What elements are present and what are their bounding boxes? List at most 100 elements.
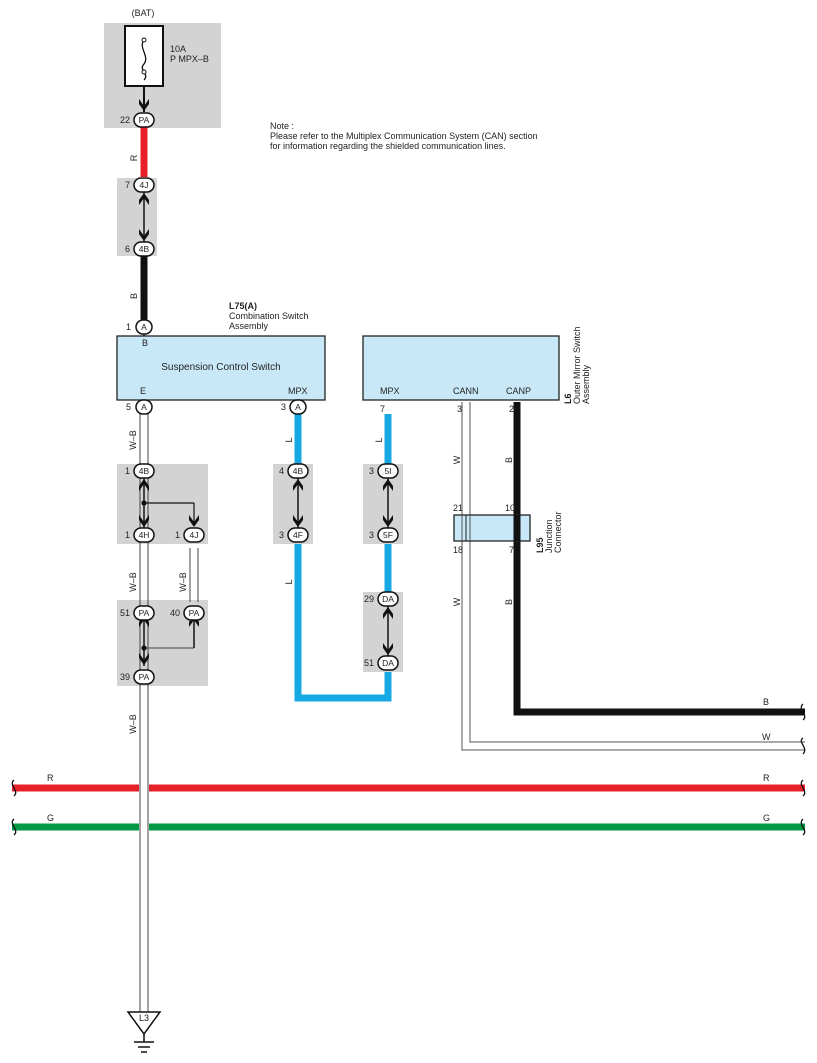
svg-text:1: 1 [175,530,180,540]
svg-text:4F: 4F [293,530,303,540]
svg-text:5: 5 [126,402,131,412]
svg-text:5F: 5F [383,530,393,540]
l6-pin-mpx-label: MPX [380,386,400,396]
wire-label-wb-2: W–B [128,572,138,592]
wire-label-w-right: W [762,732,771,742]
l6-name-line-1: Outer Mirror Switch [572,326,582,404]
ground-icon [126,1011,162,1053]
wire-wb-branch-4j [144,548,199,649]
wire-label-g-left: G [47,813,54,823]
fuse-element-icon [141,39,147,81]
l6-component-box [362,335,560,401]
note-line-1: Please refer to the Multiplex Communicat… [270,131,538,141]
connector-pa-51: PA 51 [120,605,155,621]
l6-pin-canp-num: 2 [509,404,514,414]
ground-code: L3 [139,1013,149,1023]
svg-text:4B: 4B [139,244,150,254]
wire-label-l-2: L [284,579,294,584]
connector-5i: 5I 3 [369,463,399,479]
l6-pin-cann-label: CANN [453,386,479,396]
connector-da-29: DA 29 [364,591,399,607]
note-line-2: for information regarding the shielded c… [270,141,506,151]
connector-5f: 5F 3 [369,527,399,543]
svg-text:PA: PA [189,608,200,618]
l6-pin-mpx-num: 7 [380,404,385,414]
connector-l75-mpx: A 3 [281,399,307,415]
svg-text:1: 1 [125,530,130,540]
svg-text:PA: PA [139,115,150,125]
fuse-name: P MPX–B [170,54,209,64]
wire-label-w-2: W [452,597,462,606]
connector-pa-22: PA 22 [120,112,155,128]
wire-label-wb-1: W–B [128,430,138,450]
wire-label-b-1: B [504,457,514,463]
l6-code: L6 [563,393,573,404]
l75-pin-mpx-label: MPX [288,386,308,396]
connector-4b-left: 4B 1 [125,463,155,479]
svg-text:4J: 4J [190,530,199,540]
l95-pin-7: 7 [509,545,514,555]
svg-text:1: 1 [126,322,131,332]
inline-connections [143,192,389,666]
l95-pin-10: 10 [505,503,515,513]
wire-label-w-1: W [452,455,462,464]
l75-pin-e-label: E [140,386,146,396]
wire-wb-main [139,412,149,1012]
wire-white-cann [461,402,805,751]
wire-blue-mpx [294,414,392,702]
svg-text:A: A [295,402,301,412]
svg-text:DA: DA [382,594,394,604]
fuse-rating: 10A [170,44,186,54]
l95-code: L95 [535,537,545,553]
svg-text:4J: 4J [140,180,149,190]
svg-text:PA: PA [139,608,150,618]
svg-text:29: 29 [364,594,374,604]
svg-text:51: 51 [120,608,130,618]
svg-text:DA: DA [382,658,394,668]
wire-label-wb-3: W–B [178,572,188,592]
l75-name-line-2: Assembly [229,321,269,331]
svg-text:7: 7 [125,180,130,190]
svg-text:51: 51 [364,658,374,668]
svg-text:3: 3 [369,466,374,476]
connector-pa-40: PA 40 [170,605,205,621]
svg-text:3: 3 [279,530,284,540]
wire-label-l-1: L [284,437,294,442]
svg-text:4B: 4B [293,466,304,476]
fuse-symbol-box [124,25,164,87]
connector-4f: 4F 3 [279,527,309,543]
svg-text:3: 3 [369,530,374,540]
connector-4j-mid: 4J 1 [175,527,205,543]
svg-text:5I: 5I [384,466,391,476]
wire-black-canp [513,402,805,716]
wire-label-wb-4: W–B [128,714,138,734]
wire-label-r-left: R [47,773,54,783]
l75-component-box [116,335,326,401]
svg-text:22: 22 [120,115,130,125]
l6-name-line-2: Assembly [581,364,591,404]
svg-text:A: A [141,322,147,332]
svg-text:A: A [141,402,147,412]
l75-pin-b-label: B [142,338,148,348]
connector-l75-b: A 1 [126,319,153,335]
wire-label-b-2: B [504,599,514,605]
fuse-source-label: (BAT) [132,8,155,18]
l95-pin-18: 18 [453,545,463,555]
l75-code: L75(A) [229,301,257,311]
connector-4j-top: 4J 7 [125,177,155,193]
l95-pin-21: 21 [453,503,463,513]
svg-text:4H: 4H [139,530,150,540]
wire-label-g-right: G [763,813,770,823]
svg-text:4B: 4B [139,466,150,476]
svg-text:4: 4 [279,466,284,476]
svg-text:3: 3 [281,402,286,412]
connector-4h: 4H 1 [125,527,155,543]
connector-da-51: DA 51 [364,655,399,671]
l6-pin-cann-num: 3 [457,404,462,414]
l75-name-line-1: Combination Switch [229,311,309,321]
l75-title: Suspension Control Switch [161,362,281,373]
connector-4b-top: 4B 6 [125,241,155,257]
svg-text:6: 6 [125,244,130,254]
